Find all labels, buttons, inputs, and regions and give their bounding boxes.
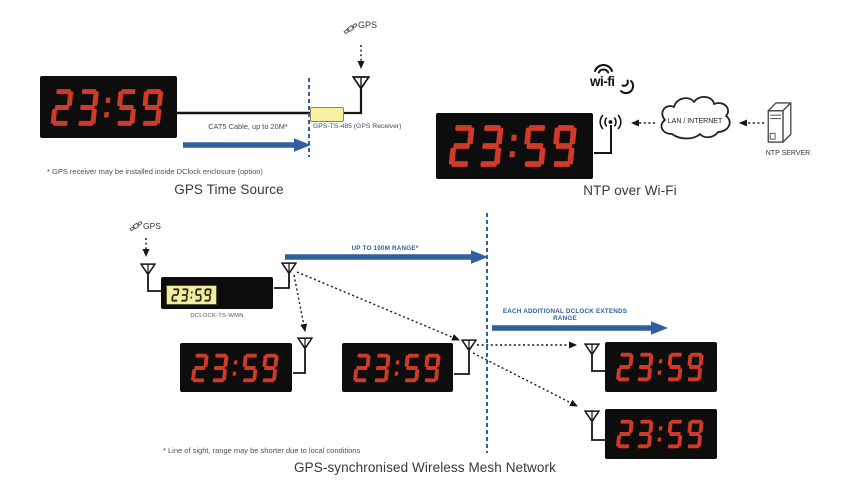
extend-range-label: EACH ADDITIONAL DCLOCK EXTENDS RANGE [502,308,628,323]
mesh-clock2-antenna-wire [454,351,470,375]
section-title-gps: GPS Time Source [174,182,284,197]
wifi-logo: wi-fi [589,64,635,95]
mesh-clock3-antenna-wire [591,355,605,372]
master-left-antenna-wire [147,275,162,292]
mesh-clock1-antenna-wire [293,349,306,374]
dclock-ntp-wifi [436,113,593,179]
gps-footnote: * GPS receiver may be installed inside D… [47,167,263,176]
dclock-mesh-4 [605,409,717,459]
mesh-footnote: * Line of sight, range may be shorter du… [163,446,361,455]
lcd-display [166,285,217,305]
mesh-clock4-antenna-wire [591,422,605,441]
server-label: NTP SERVER [765,150,811,157]
cloud-icon [660,96,731,140]
dclock-mesh-3 [605,342,717,392]
master-right-antenna-wire [274,274,290,289]
mesh-link-2-to-4 [472,352,578,407]
seven-segment-display [170,288,213,302]
mesh-link-master-to-1 [293,274,308,332]
wifi-logo-text: wi-fi [589,74,615,89]
antenna-icon [584,410,600,423]
gps-receiver-box [310,107,344,122]
seven-segment-display [448,124,581,168]
master-clock-label: DCLOCK-TS-WMN [190,313,244,319]
antenna-icon [352,76,370,90]
server-icon [767,102,792,143]
cloud-label: LAN / INTERNET [667,118,723,125]
range-label: UP TO 100M RANGE* [351,245,419,252]
seven-segment-display [615,419,707,449]
mesh-link-master-to-2 [296,271,460,341]
antenna-icon [297,337,313,350]
dclock-mesh-1 [180,343,292,392]
section-title-ntp: NTP over Wi-Fi [583,183,677,198]
antenna-icon [140,263,156,276]
wifi-module-wire [594,125,612,154]
seven-segment-display [352,353,444,383]
gps-satellite-icon [129,220,143,232]
antenna-icon [281,262,297,275]
seven-segment-display [50,88,167,127]
gps-label: GPS [143,221,161,231]
cable-label: CAT5 Cable, up to 20M* [208,122,288,131]
seven-segment-display [190,353,282,383]
dclock-gps-source [40,76,177,138]
antenna-icon [584,343,600,356]
seven-segment-display [615,352,707,382]
receiver-antenna-wire [342,88,363,115]
section-title-mesh: GPS-synchronised Wireless Mesh Network [294,460,556,475]
receiver-label: GPS-TS-485 (GPS Receiver) [313,123,402,130]
dclock-mesh-2 [342,343,453,392]
gps-label: GPS [358,20,378,30]
wifi-signal-icon [599,114,622,130]
gps-satellite-icon [343,22,358,35]
antenna-icon [461,339,477,352]
